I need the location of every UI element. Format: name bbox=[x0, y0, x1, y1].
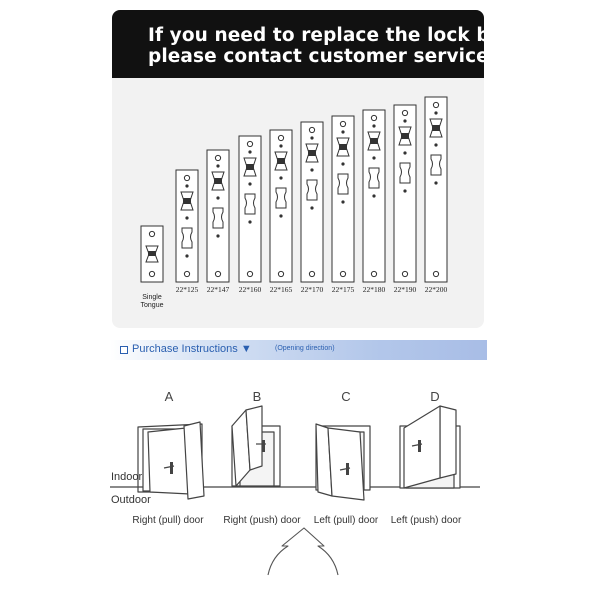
size-label: 22*170 bbox=[300, 285, 324, 294]
lock-body-6 bbox=[331, 115, 355, 283]
size-label: 22*165 bbox=[269, 285, 293, 294]
size-label: 22*147 bbox=[206, 285, 230, 294]
door-letter-b: B bbox=[252, 389, 262, 404]
lock-body-3 bbox=[238, 135, 262, 283]
notice-line-2: please contact customer service bbox=[148, 46, 484, 67]
lock-body-9 bbox=[424, 96, 448, 283]
door-b-drawing bbox=[231, 405, 281, 487]
door-letter-a: A bbox=[164, 389, 174, 404]
single-tongue-label: Single Tongue bbox=[141, 294, 164, 310]
outdoor-label: Outdoor bbox=[111, 494, 151, 506]
lock-body-5 bbox=[300, 121, 324, 283]
size-label: 22*175 bbox=[331, 285, 355, 294]
door-c-drawing bbox=[315, 423, 371, 501]
size-label: 22*190 bbox=[393, 285, 417, 294]
indoor-label: Indoor bbox=[111, 471, 143, 483]
notice-banner: If you need to replace the lock body ple… bbox=[112, 10, 484, 78]
lock-body-1 bbox=[175, 169, 199, 283]
purchase-title: Purchase Instructions ▼ bbox=[132, 343, 252, 355]
door-caption: Left (pull) door bbox=[313, 515, 379, 526]
up-arrow-icon bbox=[267, 527, 339, 576]
door-caption: Right (push) door bbox=[223, 515, 301, 526]
lock-body-2 bbox=[206, 149, 230, 283]
door-caption: Left (push) door bbox=[390, 515, 462, 526]
bullet-icon bbox=[120, 346, 128, 354]
door-d-drawing bbox=[399, 405, 461, 489]
size-label: 22*160 bbox=[238, 285, 262, 294]
door-caption: Right (pull) door bbox=[132, 515, 204, 526]
lock-body-single-tongue bbox=[140, 225, 164, 283]
size-label: 22*125 bbox=[175, 285, 199, 294]
door-letter-d: D bbox=[430, 389, 440, 404]
lock-body-4 bbox=[269, 129, 293, 283]
notice-line-1: If you need to replace the lock body bbox=[148, 25, 484, 46]
door-a-drawing bbox=[137, 421, 205, 500]
opening-direction-label: (Opening direction) bbox=[275, 345, 335, 352]
purchase-instructions-bar: Purchase Instructions ▼ (Opening directi… bbox=[110, 340, 487, 360]
size-label: 22*200 bbox=[424, 285, 448, 294]
door-letter-c: C bbox=[341, 389, 351, 404]
lock-body-8 bbox=[393, 104, 417, 283]
lock-body-7 bbox=[362, 109, 386, 283]
lock-sizes-card: If you need to replace the lock body ple… bbox=[112, 10, 484, 328]
size-label: 22*180 bbox=[362, 285, 386, 294]
single-label-line-1: Single bbox=[142, 294, 162, 301]
single-label-line-2: Tongue bbox=[140, 302, 164, 309]
